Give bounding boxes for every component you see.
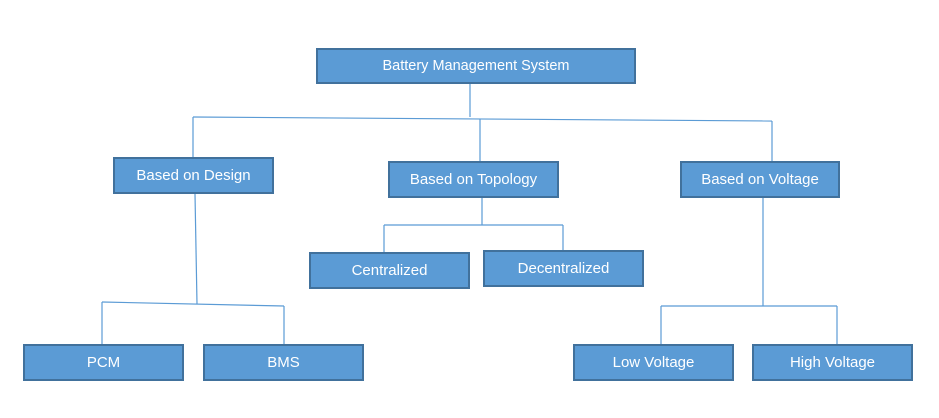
category-node-label: Based on Voltage — [701, 171, 819, 188]
design-trunk-line — [194, 193, 198, 305]
category-node-voltage: Based on Voltage — [680, 161, 840, 198]
leaf-node-label: PCM — [86, 354, 121, 371]
leaf-node-pcm: PCM — [23, 344, 184, 381]
main-bus-line — [192, 116, 773, 122]
leaf-node-low-voltage: Low Voltage — [573, 344, 734, 381]
leaf-node-decentralized: Decentralized — [483, 250, 644, 287]
leaf-node-label: Decentralized — [517, 260, 610, 277]
leaf-node-high-voltage: High Voltage — [752, 344, 913, 381]
leaf-node-label: Centralized — [351, 262, 428, 279]
leaf-node-label: BMS — [267, 354, 300, 371]
category-node-label: Based on Topology — [409, 171, 538, 188]
leaf-node-label: Low Voltage — [612, 354, 695, 371]
root-node-battery-management-system: Battery Management System — [316, 48, 636, 84]
category-node-design: Based on Design — [113, 157, 274, 194]
category-node-topology: Based on Topology — [388, 161, 559, 198]
leaf-node-centralized: Centralized — [309, 252, 470, 289]
root-node-label: Battery Management System — [382, 58, 570, 74]
leaf-node-label: High Voltage — [789, 354, 876, 371]
leaf-node-bms: BMS — [203, 344, 364, 381]
category-node-label: Based on Design — [136, 167, 251, 184]
design-bus-line — [101, 301, 285, 307]
